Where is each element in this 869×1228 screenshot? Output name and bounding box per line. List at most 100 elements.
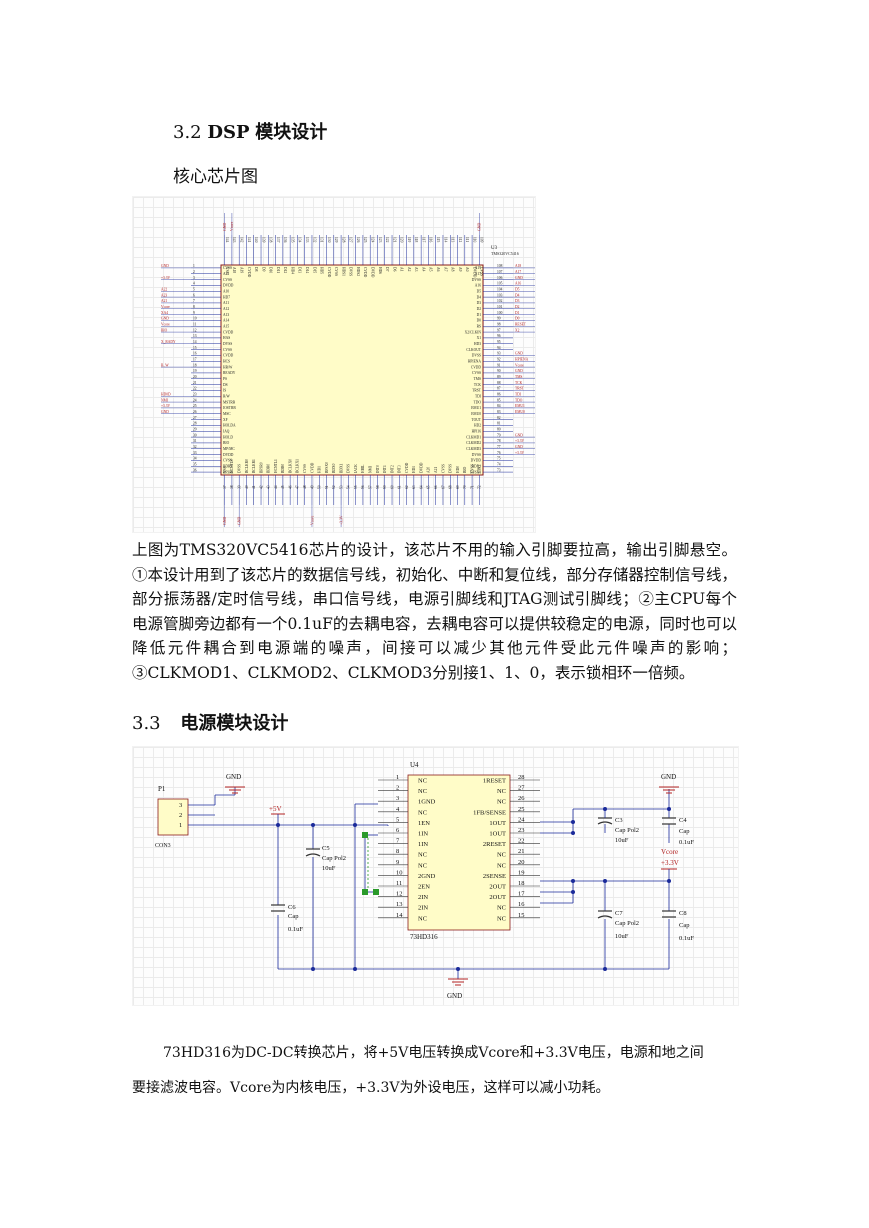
pin-number-top: 124 <box>370 237 374 243</box>
connector-part: CON3 <box>155 843 171 849</box>
plus5v-label: +5V <box>269 805 282 813</box>
pin-name-left: HOLD <box>223 435 233 439</box>
connector-pin-number: 2 <box>179 812 182 819</box>
ic-ref: U4 <box>410 761 419 769</box>
ic-pin-number-right: 23 <box>518 827 525 834</box>
pin-name-bottom: DVDD <box>419 462 423 473</box>
net-label-top: Vcore <box>230 221 234 231</box>
net-label-right: D5 <box>515 287 520 291</box>
pin-name-bottom: BCLKX0 <box>288 459 292 473</box>
c8-type: Cap <box>679 922 689 929</box>
pin-name-bottom: BDX0 <box>332 463 336 473</box>
c7-type: Cap Pol2 <box>615 920 639 927</box>
net-label-left: Vcore <box>161 305 170 309</box>
net-label-left: GND <box>161 410 169 414</box>
pin-name-bottom: BCLKR1 <box>252 459 256 473</box>
pin-number-bottom: 55 <box>354 485 358 489</box>
ic-pin-name-right: 1OUT <box>489 820 506 827</box>
pin-name-right: HD3 <box>474 342 481 346</box>
pin-number-top: 115 <box>436 237 440 242</box>
pin-number-left: 5 <box>193 287 195 291</box>
pin-number-right: 101 <box>497 305 503 309</box>
pin-number-right: 89 <box>497 375 501 379</box>
pin-number-left: 10 <box>193 317 197 321</box>
pin-number-top: 112 <box>458 237 462 242</box>
pin-number-bottom: 54 <box>347 485 351 489</box>
cap-plate-curved <box>597 915 613 919</box>
pin-name-right: CLKMD3 <box>466 447 481 451</box>
net-label-right: D1 <box>515 311 520 315</box>
ic-pin-name-right: NC <box>497 788 506 795</box>
section-number: 3.3 <box>132 713 161 734</box>
pin-name-right: TRST <box>472 389 482 393</box>
pin-number-bottom: 59 <box>383 485 387 489</box>
ic-pin-name-right: 1RESET <box>483 778 506 785</box>
pin-number-top: 138 <box>269 237 273 243</box>
pin-name-top: CVDD <box>247 267 251 278</box>
connector-pin-number: 1 <box>179 822 182 829</box>
ic-pin-name-right: NC <box>497 799 506 806</box>
c8-ref: C8 <box>679 910 687 917</box>
pin-number-bottom: 56 <box>361 485 365 489</box>
pin-number-right: 78 <box>497 439 501 443</box>
pin-name-bottom: CVSS <box>303 464 307 473</box>
pin-name-right: CVSS <box>472 371 481 375</box>
pin-number-left: 16 <box>193 352 197 356</box>
pin-name-right: X1 <box>477 336 482 340</box>
ic-pin-name-left: NC <box>418 778 427 785</box>
pin-name-right: RS <box>477 325 481 329</box>
pin-name-right: TDO <box>474 400 482 404</box>
pin-name-left: DVSS <box>223 342 232 346</box>
pin-name-top: A9 <box>458 267 462 272</box>
pin-number-right: 106 <box>497 276 503 280</box>
pin-name-left: IAQ <box>223 430 230 434</box>
pin-name-right: D3 <box>477 301 482 305</box>
pin-number-left: 35 <box>193 462 197 466</box>
ic-pin-number-left: 4 <box>396 806 400 813</box>
ic-pin-name-right: 2RESET <box>483 841 506 848</box>
pin-number-left: 18 <box>193 363 197 367</box>
pin-number-bottom: 61 <box>398 485 402 489</box>
pin-name-top: DVDD <box>370 267 374 278</box>
pin-number-bottom: 68 <box>449 485 453 489</box>
ic-pin-number-left: 7 <box>396 838 400 845</box>
pin-number-top: 133 <box>305 237 309 243</box>
pin-name-left: A13 <box>223 313 229 317</box>
pin-number-right: 76 <box>497 451 501 455</box>
pin-name-bottom: HCNTL1 <box>274 459 278 473</box>
ic-part: 73HD316 <box>410 933 438 941</box>
pin-name-bottom: BDR0 <box>267 464 271 473</box>
ic-pin-name-right: NC <box>497 852 506 859</box>
pin-name-bottom: INT3 <box>398 465 402 473</box>
pin-number-left: 9 <box>193 311 195 315</box>
pin-name-right: DVSS <box>472 453 481 457</box>
pin-number-right: 107 <box>497 270 503 274</box>
pin-number-bottom: 65 <box>427 485 431 489</box>
pin-number-right: 95 <box>497 340 501 344</box>
pin-number-right: 79 <box>497 433 501 437</box>
section-number: 3.2 <box>173 122 202 143</box>
pin-name-top: VSS <box>225 267 229 274</box>
pin-number-right: 84 <box>497 404 501 408</box>
pin-name-top: CVDD <box>327 267 331 278</box>
pin-number-bottom: 42 <box>259 485 263 489</box>
pin-name-left: A11 <box>223 301 229 305</box>
pin-number-left: 8 <box>193 305 195 309</box>
pin-name-top: A1 <box>400 267 404 272</box>
pin-name-top: A8 <box>451 267 455 272</box>
pin-number-bottom: 60 <box>390 485 394 489</box>
c7-value: 10uF <box>615 933 629 940</box>
pin-name-right: HPIENA <box>468 360 482 364</box>
pin-name-right: X2/CLKIN <box>465 330 482 334</box>
pin-name-top: A18 <box>232 267 236 273</box>
net-label-top: GND <box>223 223 227 231</box>
ic-pin-number-left: 11 <box>396 880 402 887</box>
pin-number-right: 86 <box>497 392 501 396</box>
net-label-bottom: GND <box>223 517 227 525</box>
ic-pin-name-right: NC <box>497 915 506 922</box>
pin-number-left: 23 <box>193 392 197 396</box>
pin-name-right: A19 <box>475 266 481 270</box>
pin-number-left: 13 <box>193 334 197 338</box>
